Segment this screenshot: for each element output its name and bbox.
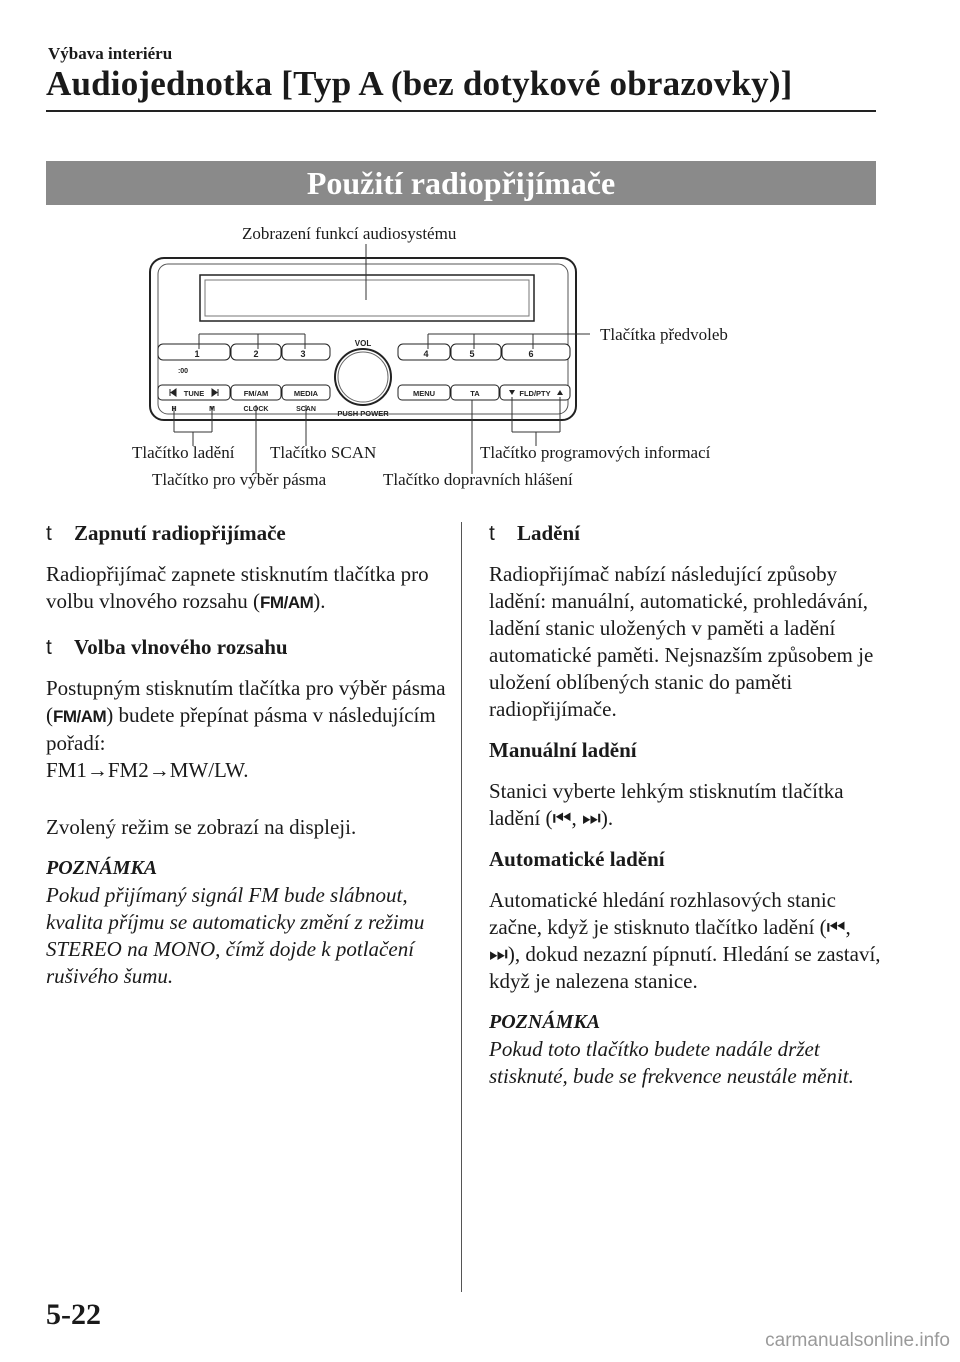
- callout-display: Zobrazení funkcí audiosystému: [242, 224, 457, 243]
- paragraph-radio-on: Radiopřijímač zapnete stisknutím tlačítk…: [46, 562, 429, 613]
- note-heading: POZNÁMKA: [489, 1011, 601, 1033]
- preset-3-label: 3: [300, 349, 305, 359]
- fld-up-icon: [557, 390, 563, 395]
- callout-tune: Tlačítko ladění: [132, 443, 235, 462]
- paragraph-display-mode: Zvolený režim se zobrazí na displeji.: [46, 815, 357, 839]
- tune-prev-icon: [169, 388, 177, 397]
- tune-next-icon: [211, 388, 219, 397]
- fmam-label: FM/AM: [244, 389, 269, 398]
- column-divider: [461, 522, 462, 1292]
- heading-manual-tuning: Manuální ladění: [489, 738, 637, 762]
- audio-unit-illustration: 1 2 3 4 5 6 VOL :00 TUNE FM/AM MEDIA MEN…: [149, 244, 590, 474]
- media-label: MEDIA: [294, 389, 319, 398]
- callout-pty: Tlačítko programových informací: [480, 443, 711, 462]
- section-label: Výbava interiéru: [48, 44, 173, 63]
- page-number: 5-22: [46, 1298, 101, 1331]
- watermark: carmanualsonline.info: [765, 1330, 950, 1351]
- tune-label: TUNE: [184, 389, 204, 398]
- heading-auto-tuning: Automatické ladění: [489, 847, 665, 871]
- title-divider: [46, 110, 876, 112]
- preset-4-label: 4: [423, 349, 428, 359]
- seek-prev-icon: ⏮: [826, 915, 846, 939]
- paragraph-tuning: Radiopřijímač nabízí následující způsoby…: [489, 562, 874, 721]
- seek-next-icon: ⏭: [581, 806, 601, 830]
- preset-6-label: 6: [528, 349, 533, 359]
- band-sequence: FM1→FM2→MW/LW.: [46, 758, 249, 782]
- paragraph-band-select: Postupným stisknutím tlačítka pro výběr …: [46, 676, 446, 782]
- bullet-icon: t: [46, 522, 52, 545]
- seek-prev-icon: ⏮: [552, 806, 572, 830]
- callout-ta: Tlačítko dopravních hlášení: [383, 470, 573, 489]
- vol-label: VOL: [355, 339, 372, 348]
- note-text: Pokud toto tlačítko budete nadále držet …: [489, 1037, 854, 1088]
- callout-scan: Tlačítko SCAN: [270, 443, 377, 462]
- note-heading: POZNÁMKA: [46, 857, 158, 879]
- ta-label: TA: [470, 389, 480, 398]
- preset-1-label: 1: [194, 349, 199, 359]
- menu-label: MENU: [413, 389, 435, 398]
- preset-5-label: 5: [469, 349, 474, 359]
- audio-unit-figure: 1 2 3 4 5 6 VOL :00 TUNE FM/AM MEDIA MEN…: [0, 0, 960, 500]
- section-banner: Použití radiopřijímače: [46, 161, 876, 205]
- fld-down-icon: [509, 390, 515, 395]
- bullet-icon: t: [46, 636, 52, 659]
- callout-band: Tlačítko pro výběr pásma: [152, 470, 327, 489]
- preset-2-label: 2: [253, 349, 258, 359]
- push-power-label: PUSH POWER: [337, 409, 389, 418]
- paragraph-manual-tuning: Stanici vyberte lehkým stisknutím tlačít…: [489, 779, 844, 830]
- page-title: Audiojednotka [Typ A (bez dotykové obraz…: [46, 64, 793, 103]
- fmam-key: FM/AM: [53, 707, 107, 726]
- note-text: Pokud přijímaný signál FM bude slábnout,…: [46, 883, 425, 988]
- paragraph-auto-tuning: Automatické hledání rozhlasových stanic …: [489, 888, 881, 993]
- bullet-icon: t: [489, 522, 495, 545]
- callout-presets: Tlačítka předvoleb: [600, 325, 728, 344]
- fld-pty-label: FLD/PTY: [519, 389, 550, 398]
- seek-next-icon: ⏭: [489, 942, 508, 966]
- clock-00-label: :00: [178, 368, 188, 375]
- fmam-key: FM/AM: [260, 593, 314, 612]
